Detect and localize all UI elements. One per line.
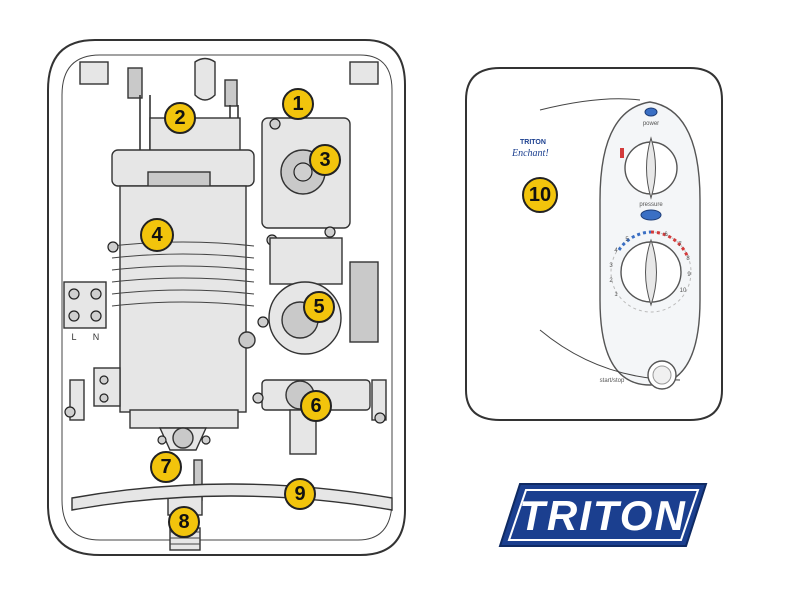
dial-number-5: 5 (625, 237, 629, 243)
callout-circle-7 (150, 451, 182, 483)
dial-number-2: 2 (609, 278, 613, 284)
screw-outlet-fitting-right (201, 435, 211, 445)
corner-tab-top-right (349, 61, 379, 85)
screw-right-clip (374, 412, 386, 424)
terminal-label-n: N (93, 332, 100, 342)
earth-screw-1 (99, 375, 109, 385)
power-indicator (644, 107, 658, 117)
callout-9: 9 (284, 478, 316, 510)
callout-circle-8 (168, 506, 200, 538)
dial-number-1: 1 (614, 292, 618, 298)
terminal-screw-2 (90, 288, 102, 300)
valve-dial-center (293, 162, 313, 182)
heater-tank-body (119, 185, 247, 413)
terminal-screw-4 (90, 310, 102, 322)
callout-number-6: 6 (310, 395, 321, 417)
cable-entry-right (224, 79, 238, 107)
callout-number-2: 2 (174, 107, 185, 129)
earth-screw-2 (99, 393, 109, 403)
screw-outlet (252, 392, 264, 404)
callout-7: 7 (150, 451, 182, 483)
dial-number-4: 4 (614, 248, 618, 254)
pressure-indicator (640, 209, 662, 221)
cover-brand: TRITON (520, 139, 546, 146)
start-stop-label: start/stop (600, 378, 625, 384)
temperature-knob-grip (645, 238, 657, 307)
temperature-scale-blue (617, 230, 652, 251)
temperature-dial-numbers: 1 2 3 4 5 6 7 8 9 10 (609, 232, 691, 298)
heater-top-terminals (149, 117, 241, 153)
callout-circle-9 (284, 478, 316, 510)
callout-number-10: 10 (529, 184, 551, 206)
callout-8: 8 (168, 506, 200, 538)
heater-tank-ribs (111, 241, 255, 307)
triton-logo: TRITON (498, 483, 708, 547)
callout-number-4: 4 (151, 224, 163, 246)
screw-tank (107, 241, 119, 253)
cover-model: Enchant! (511, 148, 549, 159)
cable-entry-left (127, 67, 143, 99)
callout-number-1: 1 (292, 93, 303, 115)
callout-3: 3 (309, 144, 341, 176)
front-cover-drawing: TRITON Enchant! power pressure 1 2 3 4 5… (465, 67, 723, 421)
dial-number-10: 10 (680, 288, 687, 294)
callout-number-3: 3 (319, 149, 330, 171)
callout-circle-10 (522, 177, 558, 213)
callout-5: 5 (303, 291, 335, 323)
callout-number-7: 7 (160, 456, 171, 478)
callout-circle-6 (300, 390, 332, 422)
terminal-label-l: L (71, 332, 76, 342)
start-stop-button-face (652, 365, 672, 385)
logo-inner-border (507, 489, 700, 541)
pressure-label: pressure (639, 202, 663, 208)
callout-number-8: 8 (178, 511, 189, 533)
dial-number-9: 9 (687, 272, 691, 278)
valve-coil (269, 237, 343, 285)
callout-circle-4 (140, 218, 174, 252)
callout-10: 10 (522, 177, 558, 213)
callout-circle-3 (309, 144, 341, 176)
callout-1: 1 (282, 88, 314, 120)
hanging-slot (194, 57, 216, 101)
internal-unit-drawing: L N (47, 39, 406, 556)
terminal-block (63, 281, 107, 329)
vent-grille (349, 261, 379, 343)
callout-circle-1 (282, 88, 314, 120)
temperature-scale-red (650, 230, 690, 259)
tank-outlet (238, 331, 256, 349)
dial-number-8: 8 (686, 256, 690, 262)
screw-regulator (257, 316, 269, 328)
corner-tab-top-left (79, 61, 109, 85)
dial-number-7: 7 (678, 242, 682, 248)
heater-tank-base (129, 409, 239, 429)
screw-valve-bottom-right (324, 226, 336, 238)
screw-left-clip (64, 406, 76, 418)
backplate-inner-rim (61, 54, 393, 541)
screw-valve-top (269, 118, 281, 130)
terminal-screw-1 (68, 288, 80, 300)
callout-number-9: 9 (294, 483, 305, 505)
callout-4: 4 (140, 218, 174, 252)
logo-background (498, 483, 708, 547)
callout-6: 6 (300, 390, 332, 422)
callout-2: 2 (164, 102, 196, 134)
dial-number-6: 6 (664, 232, 668, 238)
logo-text: TRITON (519, 492, 687, 539)
power-mark-red (620, 148, 624, 158)
outlet-fitting (172, 427, 194, 449)
terminal-screw-3 (68, 310, 80, 322)
callout-number-5: 5 (313, 296, 324, 318)
callout-circle-5 (303, 291, 335, 323)
callout-circle-2 (164, 102, 196, 134)
power-knob-grip (646, 136, 656, 200)
dial-number-3: 3 (609, 263, 613, 269)
screw-outlet-fitting-left (157, 435, 167, 445)
power-label: power (643, 121, 659, 127)
